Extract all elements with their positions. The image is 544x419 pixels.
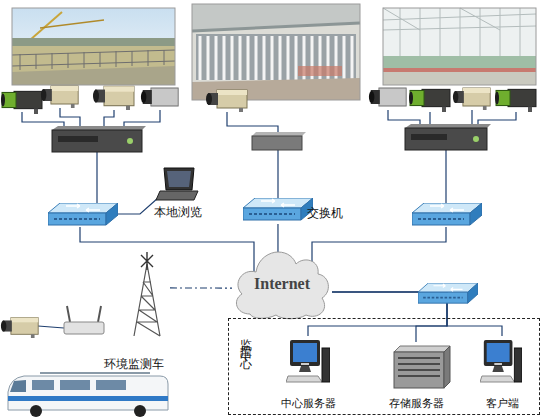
switch-icon (243, 198, 313, 220)
client-node: 客户端 (478, 336, 526, 412)
laptop-base (156, 191, 198, 200)
server-top (394, 346, 450, 352)
computer-icon (480, 340, 522, 382)
camera-icon (41, 86, 78, 108)
recorder-top (405, 124, 491, 128)
network-wire (277, 150, 278, 200)
central-server: 中心服务器 (276, 336, 340, 412)
local-view-node: 本地浏览 (150, 166, 206, 222)
camera-icon (409, 89, 450, 112)
photo-fence (12, 50, 175, 70)
node-label: 交换机 (307, 205, 343, 222)
photo-structure (383, 8, 536, 60)
switch-icon (412, 203, 482, 225)
node-label: 客户端 (478, 396, 526, 411)
network-wire (80, 227, 254, 276)
node-label: 环境监测车 (104, 356, 164, 373)
van-wheel (134, 405, 146, 417)
photo-plates (200, 36, 352, 80)
van-window (96, 380, 126, 390)
computer-icon (286, 340, 330, 382)
radio-tower (134, 264, 160, 336)
photo-sky (12, 8, 175, 85)
photo-frame (383, 8, 536, 85)
recorder-top (52, 126, 146, 130)
photo-trees (12, 38, 175, 47)
photo-accent (298, 66, 342, 76)
photo-ceiling (192, 4, 360, 30)
van-stripe (8, 396, 168, 401)
photo-greenhouse (383, 8, 536, 85)
van-window (32, 380, 54, 390)
recorder-body (52, 130, 142, 152)
network-link (332, 292, 502, 336)
camera-icon (369, 88, 406, 106)
camera-icon (1, 318, 38, 338)
photo-frame (12, 8, 175, 85)
van-wheel (30, 405, 42, 417)
van-window (60, 380, 90, 390)
recorder-body (405, 128, 487, 150)
network-link (170, 287, 232, 288)
switch-icon (48, 203, 118, 225)
group-title: 监控中心 (237, 329, 254, 353)
network-wire (312, 227, 446, 270)
camera-icon (453, 88, 490, 110)
laptop-screen (167, 171, 191, 187)
server-slots (398, 358, 440, 376)
router-body (64, 322, 104, 334)
network-wire (445, 150, 446, 206)
photo-cells (196, 34, 356, 80)
server-body (394, 352, 444, 388)
camera-icon (1, 91, 42, 114)
van-body (8, 376, 168, 410)
node-label: 存储服务器 (380, 396, 452, 411)
photo-hall (192, 4, 360, 100)
network-wire (38, 326, 64, 328)
recorder-body (252, 136, 302, 150)
switch-node: 交换机 (243, 196, 349, 224)
photo-floor (383, 72, 536, 85)
recorder-panel (411, 134, 447, 140)
storage-server: 存储服务器 (380, 342, 452, 412)
internet-cloud: Internet (232, 252, 332, 320)
photo-frame (192, 4, 360, 100)
recorder-led (473, 136, 479, 142)
camera-icon (93, 86, 134, 110)
photo-field (12, 46, 175, 85)
switch-icon (418, 283, 478, 303)
monitoring-vehicle: 环境监测车 (0, 250, 170, 418)
van-rack (40, 372, 150, 374)
camera-icon (206, 90, 247, 112)
laptop-lid (164, 168, 194, 190)
photo-plants (383, 56, 536, 72)
van-windshield (10, 380, 26, 392)
tower-antenna (141, 252, 153, 270)
camera-icon (141, 88, 178, 106)
network-link (277, 224, 278, 252)
monitoring-center: 监控中心中心服务器 存储服务器 客户端 (228, 318, 540, 415)
recorder-led (127, 138, 133, 144)
node-label: 本地浏览 (150, 204, 206, 221)
node-label: 中心服务器 (276, 396, 340, 411)
recorder-panel (58, 136, 98, 142)
server-side (444, 346, 450, 388)
router-antenna (67, 306, 70, 322)
router-antenna (98, 306, 101, 322)
photo-pipe (192, 23, 360, 31)
photo-crane (40, 20, 104, 28)
recorder-top (252, 132, 306, 136)
network-wire (96, 152, 97, 206)
photo-accent (383, 68, 536, 72)
camera-icon (495, 89, 536, 112)
network-wire (118, 198, 158, 214)
cloud-label: Internet (232, 275, 332, 293)
